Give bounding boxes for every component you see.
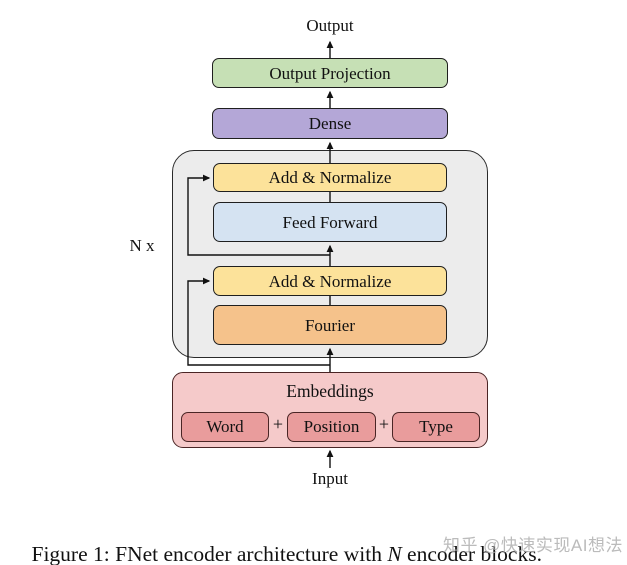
repeat-count-label: N x: [129, 236, 155, 255]
embeddings-container: Embeddings Word + Position + Type: [172, 372, 488, 448]
input-label: Input: [312, 469, 348, 488]
output-label: Output: [306, 16, 354, 35]
zhihu-watermark: 知乎 @快速实现AI想法: [442, 536, 623, 555]
dense-label: Dense: [308, 114, 352, 133]
word-embedding-box: Word: [181, 412, 269, 442]
position-embedding-box: Position: [287, 412, 376, 442]
plus-sign-2: +: [378, 414, 390, 434]
caption-suffix: encoder blocks.: [401, 542, 542, 565]
type-embedding-label: Type: [419, 417, 453, 436]
add-normalize-top-label: Add & Normalize: [268, 168, 392, 187]
figure-caption: Figure 1: FNet encoder architecture with…: [10, 517, 620, 565]
feed-forward-box: Feed Forward: [213, 202, 447, 242]
output-projection-label: Output Projection: [269, 63, 391, 83]
add-normalize-bottom-label: Add & Normalize: [268, 271, 392, 291]
plus-sign-1: +: [272, 414, 284, 434]
caption-prefix: Figure 1: FNet encoder architecture with: [31, 542, 388, 565]
word-embedding-label: Word: [206, 417, 244, 436]
feed-forward-label: Feed Forward: [282, 212, 378, 232]
type-embedding-box: Type: [392, 412, 480, 442]
add-normalize-bottom-box: Add & Normalize: [213, 266, 447, 296]
add-normalize-top-box: Add & Normalize: [213, 163, 447, 192]
dense-box: Dense: [212, 108, 448, 139]
fourier-label: Fourier: [304, 315, 356, 335]
fourier-box: Fourier: [213, 305, 447, 345]
position-embedding-label: Position: [303, 417, 360, 436]
output-projection-box: Output Projection: [212, 58, 448, 88]
embeddings-title: Embeddings: [286, 381, 374, 401]
caption-math-n: N: [387, 542, 402, 565]
